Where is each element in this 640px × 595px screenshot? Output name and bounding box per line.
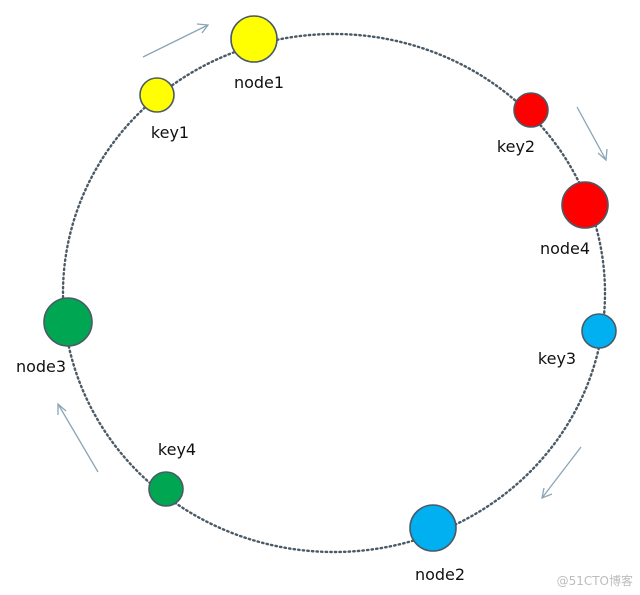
key3-circle — [581, 313, 617, 349]
key1-label: key1 — [151, 123, 189, 142]
key1-circle — [139, 77, 175, 113]
node1-label: node1 — [234, 73, 284, 92]
node2-label: node2 — [415, 565, 465, 584]
key4-label: key4 — [158, 440, 196, 459]
hash-ring — [61, 32, 607, 554]
key2-circle — [513, 92, 549, 128]
node4-circle — [561, 181, 609, 229]
direction-arrow-right-lower — [541, 446, 582, 500]
node2-circle — [409, 504, 457, 552]
node3-circle — [43, 297, 93, 347]
key4-circle — [148, 471, 184, 507]
watermark-text: @51CTO博客 — [557, 573, 633, 588]
direction-arrow-top — [142, 23, 210, 58]
key3-label: key3 — [538, 349, 576, 368]
direction-arrow-left — [57, 402, 99, 473]
node4-label: node4 — [540, 239, 590, 258]
key2-label: key2 — [497, 137, 535, 156]
node1-circle — [230, 15, 278, 63]
direction-arrow-right-upper — [576, 106, 608, 162]
node3-label: node3 — [16, 357, 66, 376]
